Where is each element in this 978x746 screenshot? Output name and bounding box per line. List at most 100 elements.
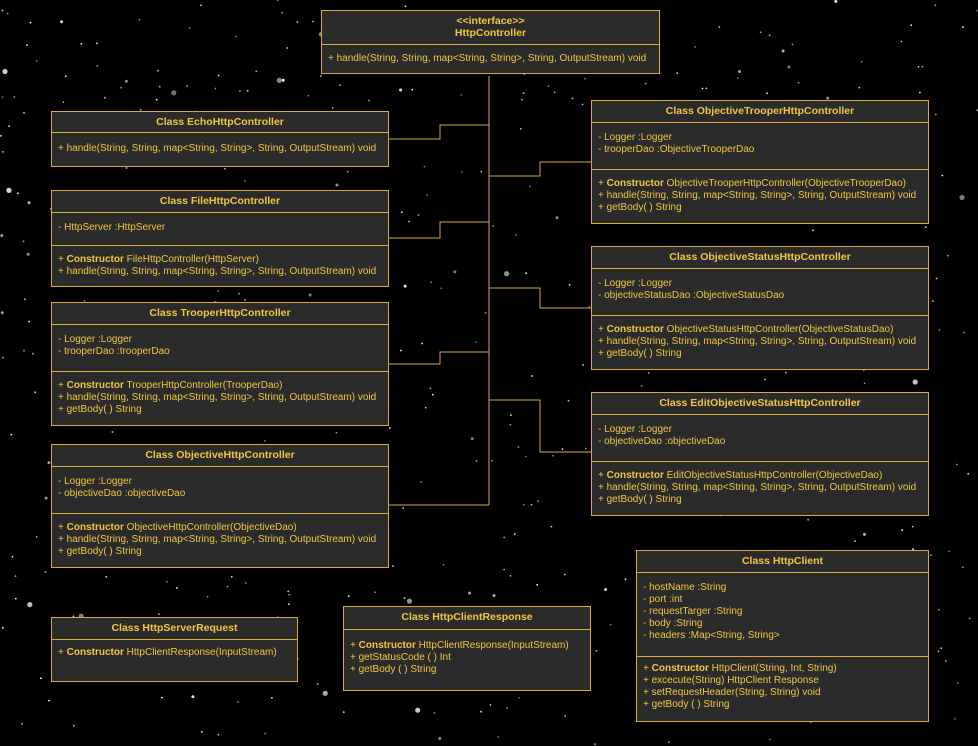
method-row: + getBody ( ) String — [350, 664, 437, 675]
star — [624, 578, 627, 581]
star — [912, 379, 918, 385]
star — [138, 18, 141, 21]
star — [23, 349, 25, 352]
star — [420, 480, 423, 483]
star — [492, 594, 496, 598]
star — [962, 26, 964, 28]
star — [64, 75, 67, 78]
field-row: - port :int — [643, 594, 683, 605]
star — [519, 127, 522, 130]
class-title: Class TrooperHttpController — [149, 307, 291, 319]
star — [44, 496, 48, 500]
star — [515, 234, 517, 236]
class-http-client-response[interactable]: Class HttpClientResponse + Constructor H… — [343, 606, 591, 691]
star — [480, 710, 482, 713]
interface-http-controller[interactable]: <<interface>> HttpController + handle(St… — [321, 10, 660, 74]
star — [124, 79, 128, 83]
star — [2, 626, 4, 629]
star — [421, 342, 423, 345]
field-row: - objectiveDao :objectiveDao — [598, 436, 726, 447]
method-row: + Constructor FileHttpController(HttpSer… — [58, 254, 259, 265]
star — [588, 306, 591, 308]
star — [72, 724, 75, 727]
class-objective-trooper-http-controller[interactable]: Class ObjectiveTrooperHttpController - L… — [591, 100, 929, 224]
star — [961, 566, 964, 569]
star — [347, 595, 350, 598]
star — [521, 98, 523, 101]
star — [11, 555, 14, 558]
star — [785, 371, 787, 374]
star — [14, 575, 17, 577]
class-edit-objective-status-http-controller[interactable]: Class EditObjectiveStatusHttpController … — [591, 392, 929, 516]
star — [111, 431, 114, 433]
star — [139, 108, 142, 111]
star — [940, 647, 943, 650]
class-http-client[interactable]: Class HttpClient - hostName :String - po… — [636, 550, 929, 722]
star — [276, 0, 279, 1]
star — [28, 320, 30, 323]
star — [224, 167, 226, 170]
star — [246, 89, 249, 92]
star — [32, 352, 34, 355]
star — [938, 608, 940, 611]
star — [854, 540, 856, 542]
class-file-http-controller[interactable]: Class FileHttpController - HttpServer :H… — [51, 190, 389, 287]
star — [938, 329, 941, 331]
star — [935, 277, 938, 280]
class-trooper-http-controller[interactable]: Class TrooperHttpController - Logger :Lo… — [51, 302, 389, 426]
class-objective-http-controller[interactable]: Class ObjectiveHttpController - Logger :… — [51, 444, 389, 568]
star — [460, 94, 463, 96]
star — [255, 70, 258, 73]
class-title: Class HttpServerRequest — [111, 622, 238, 634]
class-http-server-request[interactable]: Class HttpServerRequest + Constructor Ht… — [51, 617, 298, 682]
star — [531, 375, 533, 377]
star — [967, 472, 970, 475]
star — [910, 24, 913, 27]
star — [932, 300, 934, 302]
star — [912, 548, 914, 551]
star — [1, 151, 4, 153]
star — [834, 0, 838, 3]
star — [6, 187, 12, 193]
star — [563, 573, 566, 576]
class-echo-http-controller[interactable]: Class EchoHttpController + handle(String… — [51, 111, 389, 167]
star — [234, 35, 237, 38]
star — [930, 554, 932, 557]
star — [470, 437, 474, 441]
star — [312, 20, 314, 23]
star — [917, 65, 920, 68]
star — [812, 229, 814, 232]
method-row: + getBody( ) String — [598, 494, 682, 505]
star — [759, 31, 762, 34]
star — [509, 575, 512, 577]
star — [506, 706, 509, 709]
connector-echo — [389, 124, 489, 140]
method-row: + handle(String, String, map<String, Str… — [58, 534, 377, 545]
star — [404, 5, 407, 8]
star — [217, 74, 220, 77]
star — [522, 92, 525, 95]
star — [22, 240, 25, 243]
star — [956, 463, 958, 466]
star — [308, 293, 312, 297]
star — [668, 741, 670, 744]
star — [21, 722, 23, 725]
star — [480, 170, 483, 173]
star — [582, 364, 584, 366]
method-row: + handle(String, String, map<String, Str… — [598, 336, 917, 347]
star — [737, 77, 739, 79]
star — [244, 582, 247, 584]
star — [433, 712, 436, 714]
star — [1, 9, 4, 12]
star — [26, 44, 28, 47]
star — [510, 414, 512, 416]
class-objective-status-http-controller[interactable]: Class ObjectiveStatusHttpController - Lo… — [591, 246, 929, 370]
star — [44, 571, 47, 573]
star — [165, 580, 168, 583]
star — [400, 211, 403, 214]
connector-file — [389, 221, 489, 239]
interface-method: + handle(String, String, map<String, Str… — [328, 53, 647, 64]
method-row: + Constructor ObjectiveStatusHttpControl… — [598, 324, 894, 335]
star — [339, 84, 341, 87]
method-row: + getBody( ) String — [598, 202, 682, 213]
